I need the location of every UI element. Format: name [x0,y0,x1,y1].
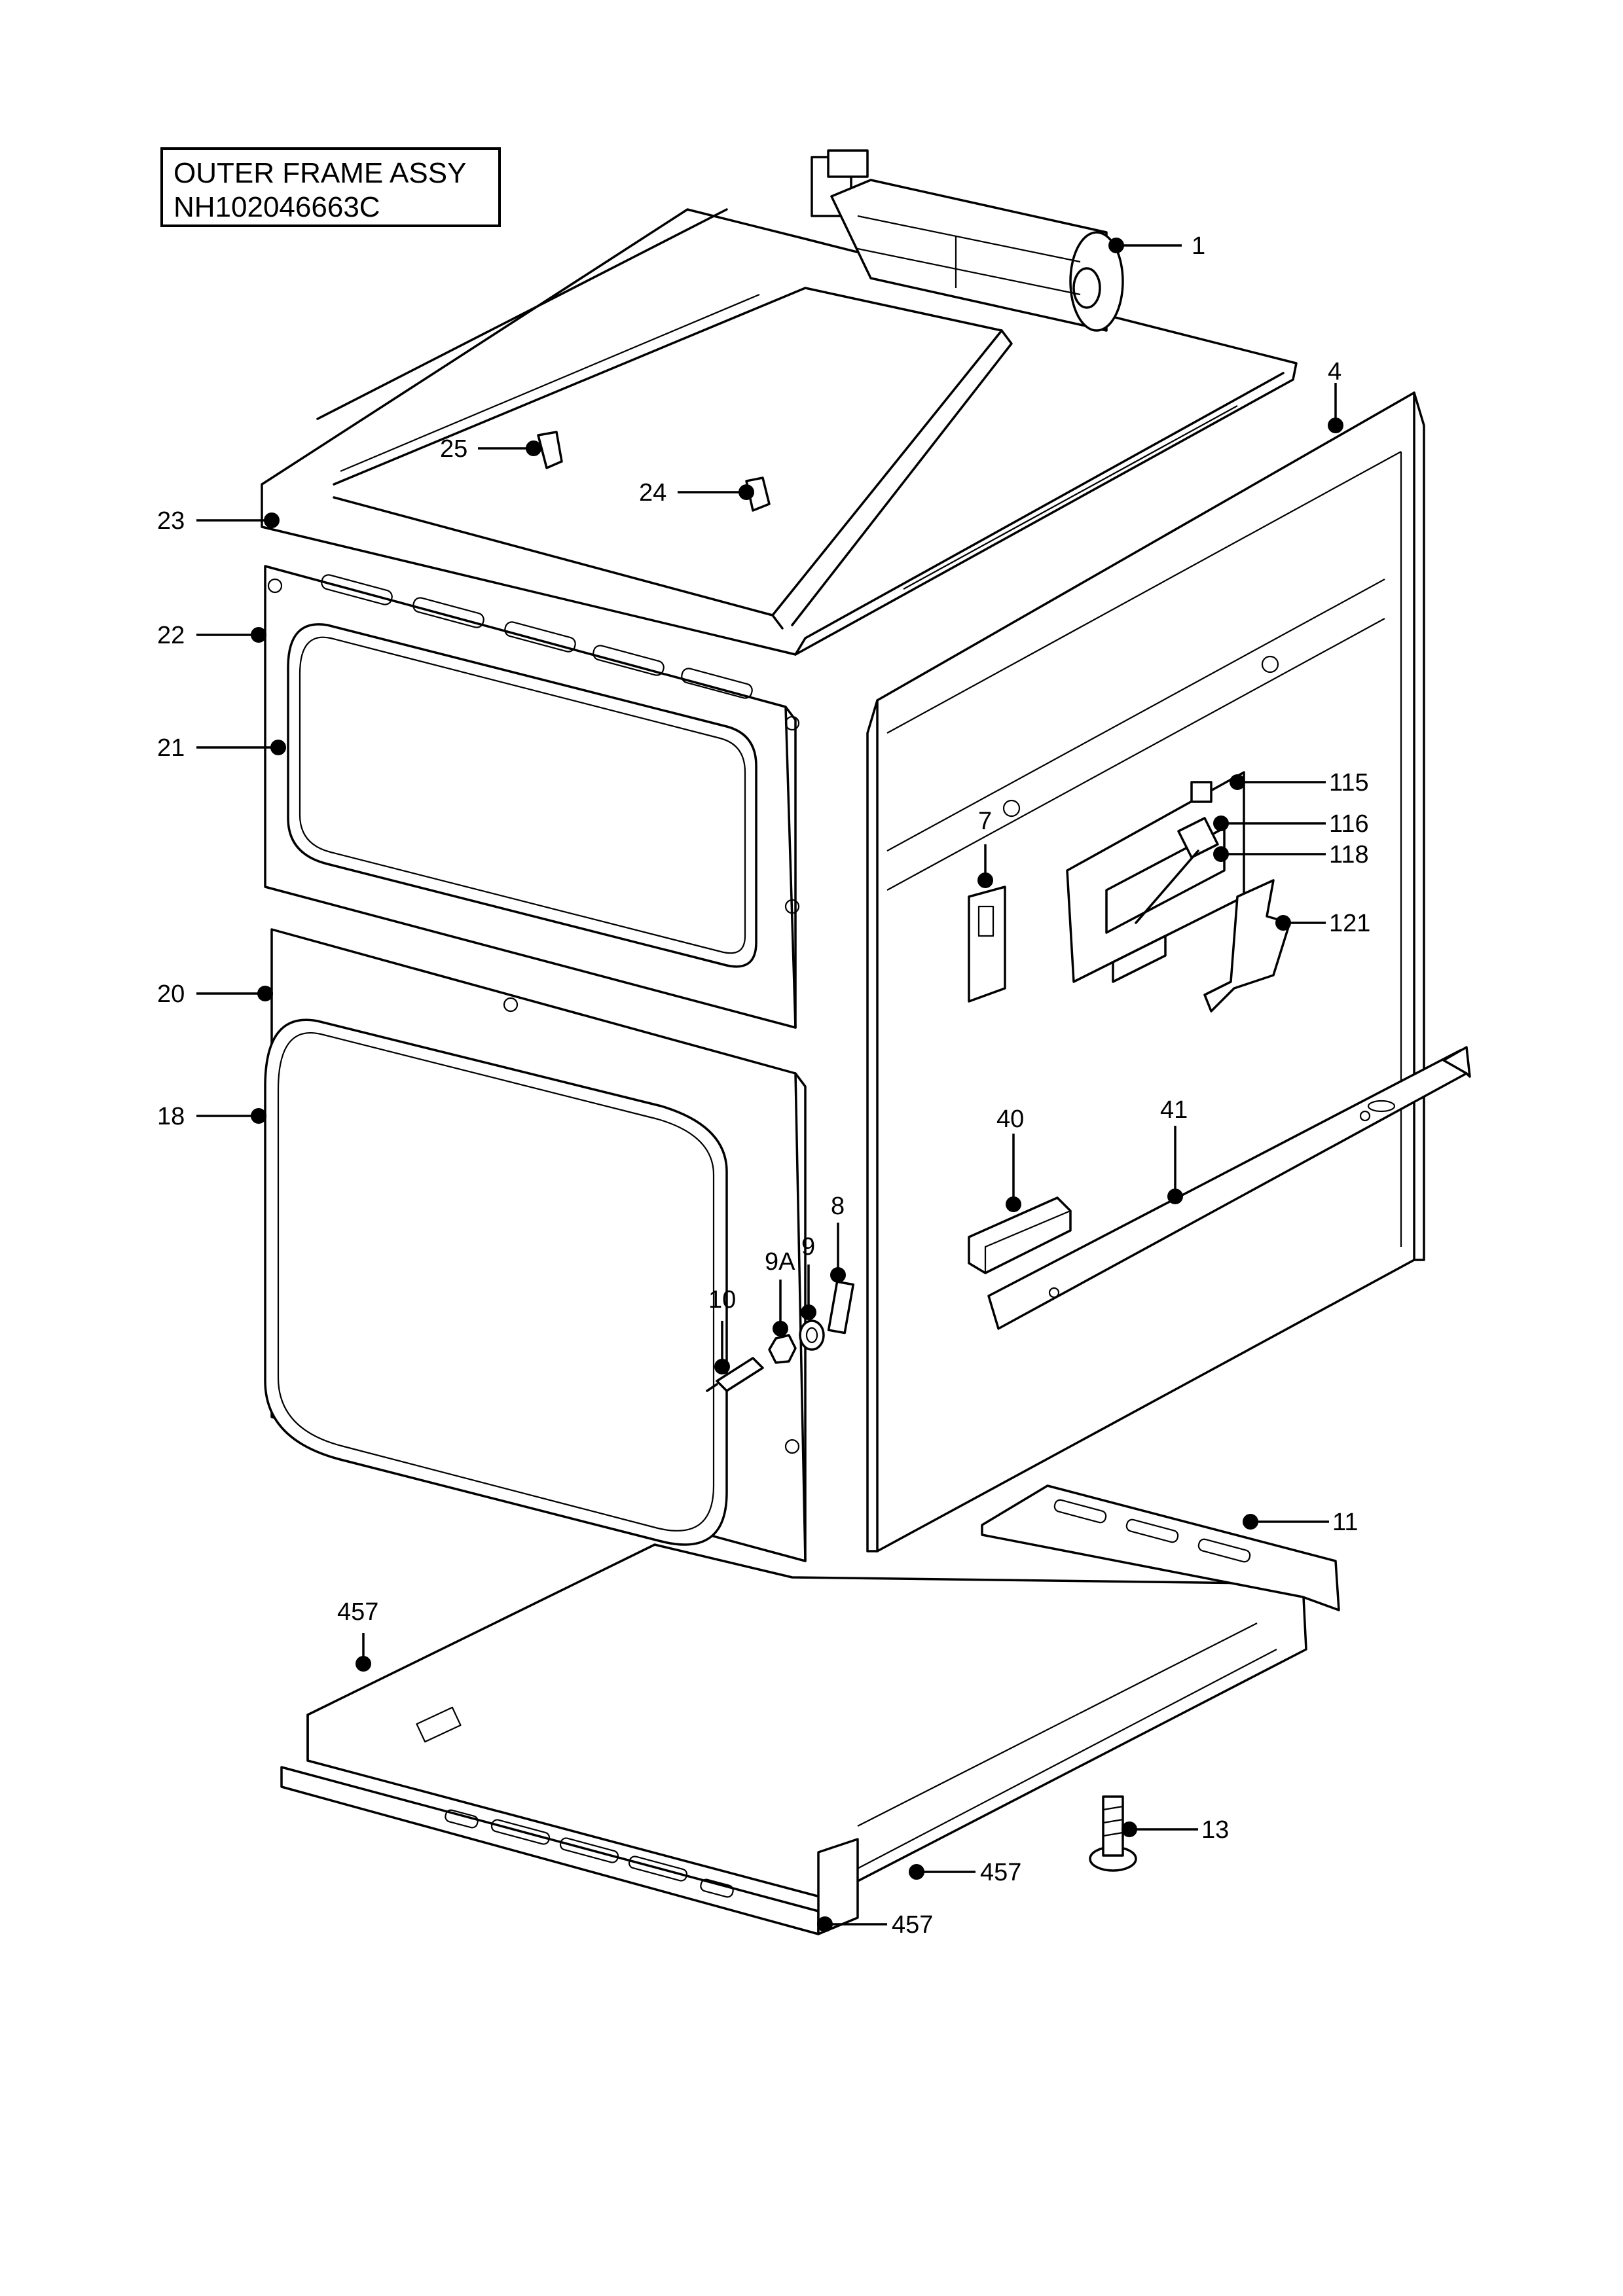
top-panel [261,208,1298,656]
callout-4: 4 [1328,358,1343,433]
svg-text:23: 23 [157,507,185,535]
clip-25 [537,431,563,469]
svg-text:9A: 9A [765,1248,795,1276]
callout-115: 115 [1230,769,1369,797]
svg-text:457: 457 [980,1859,1021,1886]
title-box: OUTER FRAME ASSY NH102046663C [160,147,501,227]
svg-text:10: 10 [708,1286,736,1314]
base-panel [306,1543,1307,1899]
svg-text:1: 1 [1192,232,1205,260]
svg-text:25: 25 [440,435,467,463]
callout-457-c: 457 [817,1911,933,1939]
svg-text:41: 41 [1160,1096,1188,1124]
fan-motor [811,149,1124,332]
part-8 [827,1280,854,1335]
callout-457-a: 457 [337,1598,378,1672]
svg-text:118: 118 [1329,841,1369,869]
switch-bracket [1066,771,1245,983]
front-base-rail [280,1766,859,1935]
screw-10 [706,1357,764,1392]
callout-18: 18 [157,1103,266,1130]
part-40 [968,1196,1072,1274]
svg-text:8: 8 [831,1193,845,1220]
callout-21: 21 [157,734,286,762]
callout-8: 8 [830,1193,846,1283]
callout-41: 41 [1160,1096,1188,1204]
svg-text:116: 116 [1329,810,1369,838]
clip-24 [745,476,771,512]
svg-text:18: 18 [157,1103,185,1130]
svg-text:13: 13 [1201,1816,1229,1844]
washer-9 [799,1319,825,1351]
lower-door-seal [264,1018,728,1546]
svg-text:7: 7 [978,808,992,835]
callout-1: 1 [1108,232,1205,260]
callout-9A: 9A [765,1248,795,1336]
svg-text:40: 40 [996,1105,1024,1133]
svg-text:457: 457 [337,1598,378,1626]
svg-text:20: 20 [157,980,185,1008]
assembly-name: OUTER FRAME ASSY [173,157,467,189]
svg-text:121: 121 [1329,910,1370,937]
rail-41 [987,1046,1471,1330]
callout-24: 24 [639,479,754,507]
svg-text:22: 22 [157,622,185,649]
nut-9A [768,1334,797,1364]
callout-20: 20 [157,980,273,1008]
part-7 [968,886,1006,1003]
assembly-part-number: NH102046663C [173,191,380,223]
callout-11: 11 [1243,1509,1358,1536]
callout-10: 10 [708,1286,736,1374]
callout-7: 7 [977,808,993,888]
svg-text:21: 21 [157,734,185,762]
callout-13: 13 [1122,1816,1229,1844]
callout-23: 23 [157,507,280,535]
right-side-panel [866,391,1425,1552]
svg-text:11: 11 [1332,1509,1358,1536]
callout-121: 121 [1275,910,1370,937]
bracket-121 [1203,879,1291,1013]
svg-text:457: 457 [892,1911,933,1939]
callout-40: 40 [996,1105,1024,1212]
callout-25: 25 [440,435,541,463]
svg-text:24: 24 [639,479,666,507]
callout-116: 116 [1213,810,1369,838]
svg-text:4: 4 [1328,358,1341,386]
svg-text:115: 115 [1329,769,1369,797]
svg-text:9: 9 [801,1233,815,1261]
callout-118: 118 [1213,841,1369,869]
callout-457-b: 457 [909,1859,1021,1886]
upper-door-seal [287,623,757,968]
callout-22: 22 [157,622,266,649]
callout-9: 9 [801,1233,816,1320]
rear-base-rail-11 [981,1484,1340,1611]
